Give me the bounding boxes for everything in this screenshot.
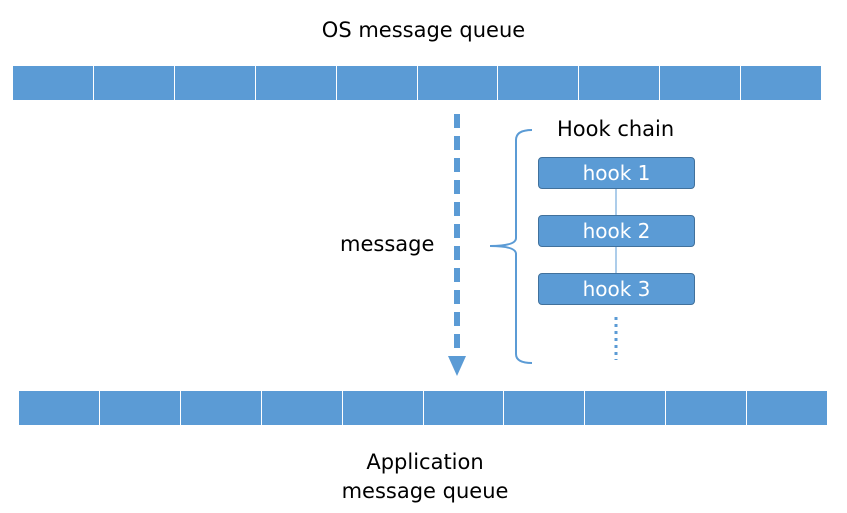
os-queue-slot [255, 66, 337, 100]
app-queue-slot [666, 391, 748, 425]
app-queue-slot [423, 391, 505, 425]
message-label: message [340, 232, 435, 256]
hook-2-box: hook 2 [538, 215, 695, 247]
hook-3-label: hook 3 [582, 277, 651, 301]
app-queue-title-line1: Application [366, 450, 484, 474]
app-queue-slot [585, 391, 667, 425]
os-queue-slot [498, 66, 580, 100]
os-queue-slot [579, 66, 661, 100]
hook-chain-brace [489, 129, 533, 364]
hook-2-label: hook 2 [582, 219, 651, 243]
app-queue-slot [19, 391, 100, 425]
application-message-queue [19, 391, 828, 425]
hook-1-box: hook 1 [538, 157, 695, 189]
os-queue-slot [13, 66, 94, 100]
message-flow-arrow-head [448, 356, 466, 376]
os-queue-slot [417, 66, 499, 100]
hook-1-label: hook 1 [582, 161, 651, 185]
app-queue-slot [99, 391, 181, 425]
app-queue-title-line2: message queue [341, 479, 509, 503]
os-queue-slot [174, 66, 256, 100]
app-queue-slot [747, 391, 828, 425]
app-queue-slot [342, 391, 424, 425]
app-queue-slot [261, 391, 343, 425]
hook-3-box: hook 3 [538, 273, 695, 305]
hook-chain-title: Hook chain [557, 117, 675, 141]
app-queue-slot [180, 391, 262, 425]
os-queue-slot [336, 66, 418, 100]
os-queue-slot [741, 66, 822, 100]
app-queue-slot [504, 391, 586, 425]
os-queue-slot [93, 66, 175, 100]
os-message-queue [13, 66, 822, 100]
os-queue-slot [660, 66, 742, 100]
os-queue-title: OS message queue [321, 18, 526, 42]
